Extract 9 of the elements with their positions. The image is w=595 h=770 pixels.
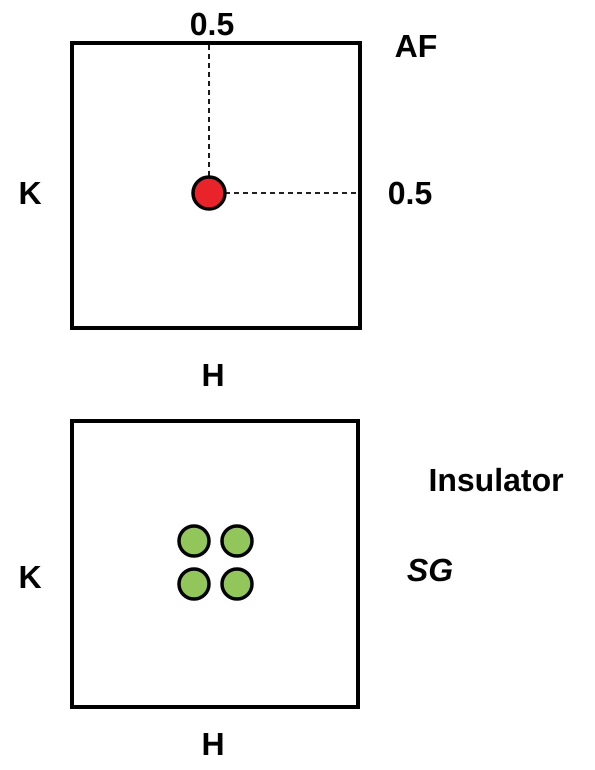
phase-label: AF (394, 30, 438, 62)
axis-label: K (18, 561, 42, 593)
axis-value: 0.5 (388, 177, 432, 209)
axis-label: K (18, 177, 42, 209)
axis-label: H (201, 359, 225, 391)
phase-label: SG (406, 554, 454, 586)
phase-label: Insulator (428, 464, 564, 496)
axis-label: H (201, 728, 225, 760)
axis-value: 0.5 (190, 8, 234, 40)
